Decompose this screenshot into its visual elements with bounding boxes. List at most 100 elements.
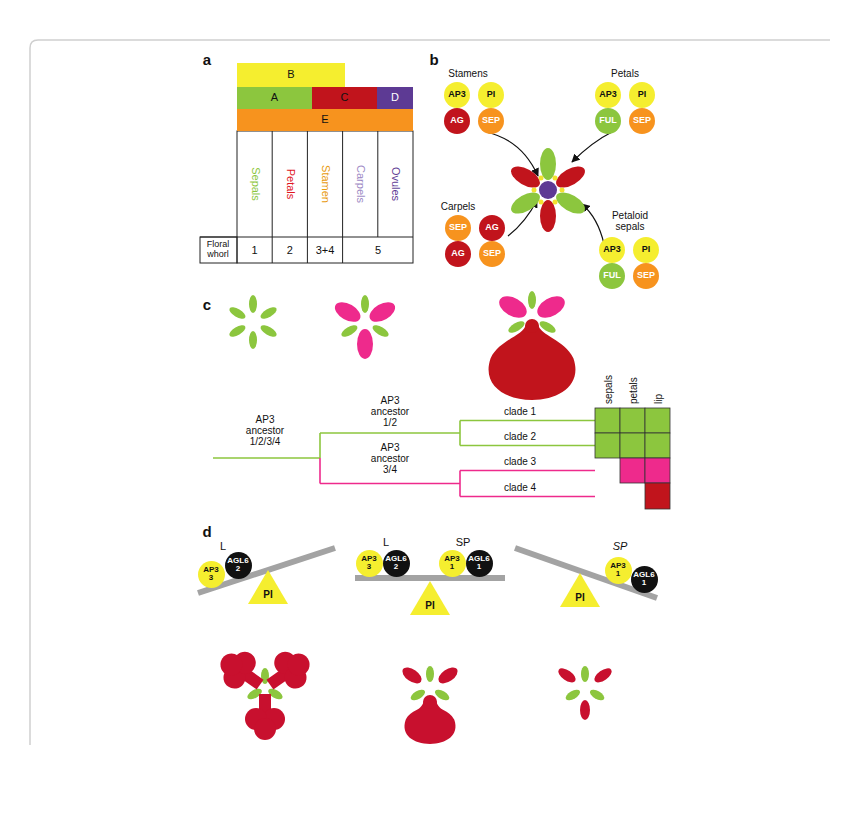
petal-shape — [564, 688, 582, 703]
organ-name: Petals — [284, 169, 296, 200]
protein-circle: AP3 1 — [439, 550, 466, 577]
gene-name: PI — [642, 245, 651, 254]
protein-circle: SEP — [445, 215, 471, 241]
protein-circle: SEP — [629, 108, 655, 134]
lip-lobe — [245, 694, 285, 740]
stamen-dot — [532, 188, 537, 193]
whorl-table — [200, 131, 413, 263]
gene-name: SEP — [482, 116, 500, 125]
petal-shape — [592, 666, 614, 686]
gene-name: AGL6 1 — [468, 555, 489, 572]
figure-label: petals — [627, 377, 638, 404]
protein-circle: FUL — [595, 108, 621, 134]
gene-name: SEP — [637, 271, 655, 280]
petal-shape — [361, 295, 369, 313]
petal-shape — [259, 305, 279, 321]
gene-name: SEP — [449, 223, 467, 232]
gene-name: AP3 3 — [361, 555, 377, 572]
protein-circle: AGL6 2 — [225, 552, 252, 579]
gene-name: C — [341, 92, 349, 104]
gene-name: AG — [451, 249, 465, 258]
gene-name: AP3 1 — [444, 555, 460, 572]
protein-circle: AG — [479, 215, 505, 241]
stamen-dot — [553, 200, 558, 205]
figure-label: clade 1 — [504, 406, 536, 417]
petal-shape — [588, 688, 606, 703]
figure-label: L — [383, 536, 389, 548]
petal-shape — [528, 291, 536, 309]
gene-name: AP3 1 — [610, 562, 626, 579]
protein-circle: FUL — [599, 263, 625, 289]
protein-circle: PI — [633, 237, 659, 263]
lip-column — [525, 319, 539, 333]
figure-label: sepals — [602, 375, 613, 404]
organ-column: Ovules — [378, 131, 413, 237]
petal-shape — [340, 323, 360, 339]
figure-label: 2 — [287, 244, 293, 256]
gene-name: AG — [485, 223, 499, 232]
organ-name: Stamen — [319, 165, 331, 203]
petal-shape — [436, 664, 461, 686]
figure-label: Stamens — [448, 68, 487, 79]
protein-circle: AP3 — [595, 82, 621, 108]
gene-name: FUL — [603, 271, 621, 280]
gene-name: FUL — [599, 116, 617, 125]
figure-label: 3+4 — [316, 244, 335, 256]
figure-label: 1 — [252, 244, 258, 256]
gene-class-band: C — [312, 87, 377, 109]
lip-lobe — [258, 642, 319, 701]
stamen-dot — [539, 200, 544, 205]
gene-name: AG — [450, 116, 464, 125]
gene-class-band: E — [237, 109, 413, 131]
figure-label: Floral whorl — [207, 240, 230, 260]
petal-shape — [261, 668, 269, 684]
protein-circle: SEP — [478, 108, 504, 134]
protein-circle: SEP — [633, 263, 659, 289]
figure-label: L — [220, 540, 226, 552]
petal-shape — [508, 188, 544, 218]
figure-label: 5 — [375, 244, 381, 256]
petal-shape — [259, 323, 279, 339]
stamen-dot — [553, 175, 558, 180]
protein-circle: SEP — [479, 241, 505, 267]
figure-label: AP3 ancestor 1/2/3/4 — [246, 414, 284, 447]
petal-shape — [495, 292, 530, 323]
lip-column — [423, 695, 437, 709]
petal-shape — [581, 666, 589, 682]
protein-circle: AG — [444, 108, 470, 134]
petal-shape — [580, 700, 590, 720]
figure-label: clade 2 — [504, 431, 536, 442]
petal-shape — [332, 298, 364, 326]
organ-column: Petals — [272, 131, 307, 237]
petal-shape — [508, 162, 544, 192]
gene-name: PI — [425, 601, 434, 612]
panel-letter: b — [429, 52, 438, 69]
gene-name: AP3 3 — [203, 566, 219, 583]
gene-name: PI — [487, 90, 496, 99]
figure-label: AP3 ancestor 3/4 — [371, 442, 409, 475]
organ-column: Carpels — [343, 131, 378, 237]
protein-circle: AP3 3 — [198, 561, 225, 588]
figure-label: clade 3 — [504, 456, 536, 467]
pivot-triangle: PI — [410, 581, 450, 615]
panel-letter: d — [202, 524, 211, 541]
protein-circle: AP3 — [444, 82, 470, 108]
petal-shape — [540, 148, 556, 180]
organ-name: Ovules — [390, 167, 402, 201]
petal-shape — [426, 666, 434, 682]
petal-shape — [366, 298, 398, 326]
gene-name: B — [287, 69, 294, 81]
figure-label: Petaloid sepals — [612, 210, 648, 232]
figure-label: Petals — [611, 68, 639, 79]
protein-circle: PI — [478, 82, 504, 108]
gene-name: SEP — [483, 249, 501, 258]
petal-shape — [556, 666, 578, 686]
gene-class-band: B — [237, 63, 345, 87]
gene-name: AGL6 2 — [227, 557, 248, 574]
protein-circle: PI — [629, 82, 655, 108]
organ-column: Sepals — [237, 131, 272, 237]
gene-name: PI — [263, 590, 272, 601]
petal-shape — [553, 188, 589, 218]
gene-name: AGL6 2 — [385, 555, 406, 572]
